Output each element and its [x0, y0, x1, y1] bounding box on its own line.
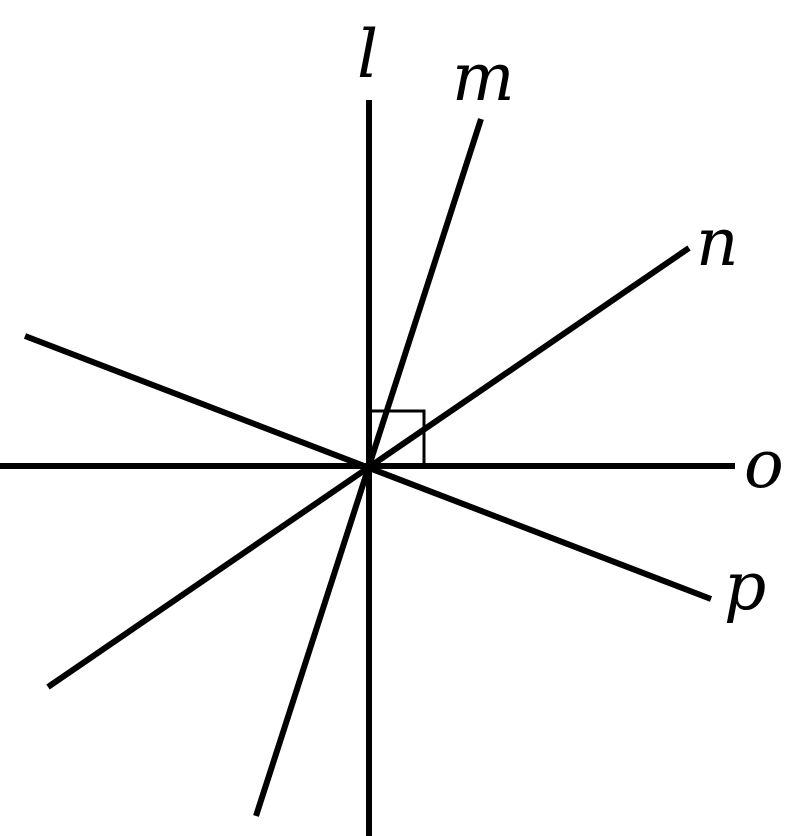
label-n: n	[696, 204, 739, 281]
label-o: o	[744, 426, 784, 503]
right-angle-marker	[369, 409, 426, 466]
label-p: p	[724, 548, 766, 625]
label-l: l	[357, 16, 378, 93]
line-p	[23, 333, 713, 602]
label-m: m	[452, 39, 515, 116]
